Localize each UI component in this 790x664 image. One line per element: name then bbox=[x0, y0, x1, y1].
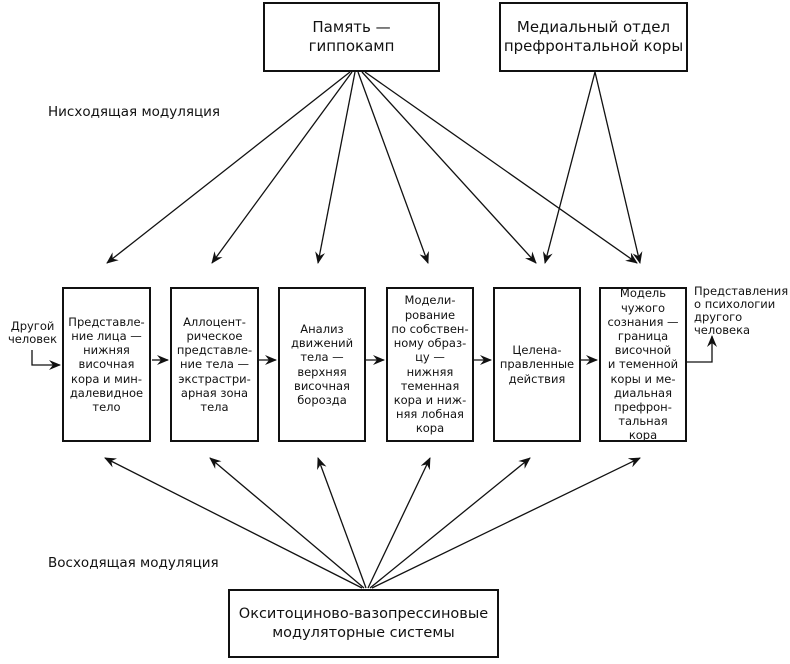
stage-theory-of-mind: Модель чужого сознания — граница височно… bbox=[599, 286, 687, 443]
arrow-memory-to-stage-4 bbox=[357, 71, 429, 264]
arrow-prefrontal-to-stage-6 bbox=[594, 71, 643, 264]
input-other-person-label: Другой человек bbox=[8, 319, 58, 346]
medial-prefrontal-text: Медиальный отдел префронтальной коры bbox=[503, 18, 684, 55]
stage-body-representation: Аллоцент- рическое представле- ние тела … bbox=[170, 287, 259, 442]
stage-body-motion-analysis: Анализ движений тела — верхняя височная … bbox=[278, 287, 366, 442]
stage-face-representation-text: Представле- ние лица — нижняя височная к… bbox=[68, 314, 145, 414]
memory-hippocampus-box: Память — гиппокамп bbox=[263, 2, 440, 72]
stage-self-modeling: Модели- рование по собствен- ному образ-… bbox=[386, 287, 474, 442]
arrow-oxytocin-to-stage-1 bbox=[104, 457, 363, 589]
arrow-oxytocin-to-stage-3 bbox=[317, 457, 367, 589]
medial-prefrontal-box: Медиальный отдел префронтальной коры bbox=[499, 2, 688, 72]
stage-face-representation: Представле- ние лица — нижняя височная к… bbox=[62, 287, 151, 442]
arrow-input bbox=[31, 350, 61, 370]
arrow-output bbox=[686, 335, 717, 363]
stage-theory-of-mind-text: Модель чужого сознания — граница височно… bbox=[607, 286, 679, 443]
stage-goal-directed-actions: Целена- правленные действия bbox=[493, 287, 581, 442]
stage-goal-directed-actions-text: Целена- правленные действия bbox=[499, 343, 575, 386]
descending-modulation-label: Нисходящая модуляция bbox=[48, 104, 221, 120]
arrow-oxytocin-to-stage-2 bbox=[209, 457, 365, 589]
oxytocin-vasopressin-text: Окситоциново-вазопрессиновые модуляторны… bbox=[238, 605, 489, 641]
arrow-memory-to-stage-5 bbox=[361, 71, 537, 264]
stage-body-representation-text: Аллоцент- рическое представле- ние тела … bbox=[176, 314, 253, 414]
arrow-oxytocin-to-stage-6 bbox=[371, 457, 641, 589]
arrow-memory-to-stage-2 bbox=[211, 71, 353, 264]
arrow-prefrontal-to-stage-5 bbox=[542, 71, 596, 264]
arrow-memory-to-stage-3 bbox=[315, 71, 356, 264]
output-representation-label: Представления о психологии другого челов… bbox=[694, 284, 789, 337]
arrow-oxytocin-to-stage-4 bbox=[367, 457, 431, 589]
ascending-modulation-label: Восходящая модуляция bbox=[48, 555, 219, 571]
arrow-memory-to-stage-1 bbox=[106, 71, 351, 264]
arrow-oxytocin-to-stage-5 bbox=[369, 457, 531, 589]
arrow-memory-to-stage-6 bbox=[364, 71, 638, 264]
memory-hippocampus-text: Память — гиппокамп bbox=[308, 18, 395, 55]
stage-body-motion-analysis-text: Анализ движений тела — верхняя височная … bbox=[290, 321, 354, 407]
stage-self-modeling-text: Модели- рование по собствен- ному образ-… bbox=[391, 293, 469, 436]
oxytocin-vasopressin-box: Окситоциново-вазопрессиновые модуляторны… bbox=[228, 589, 499, 658]
